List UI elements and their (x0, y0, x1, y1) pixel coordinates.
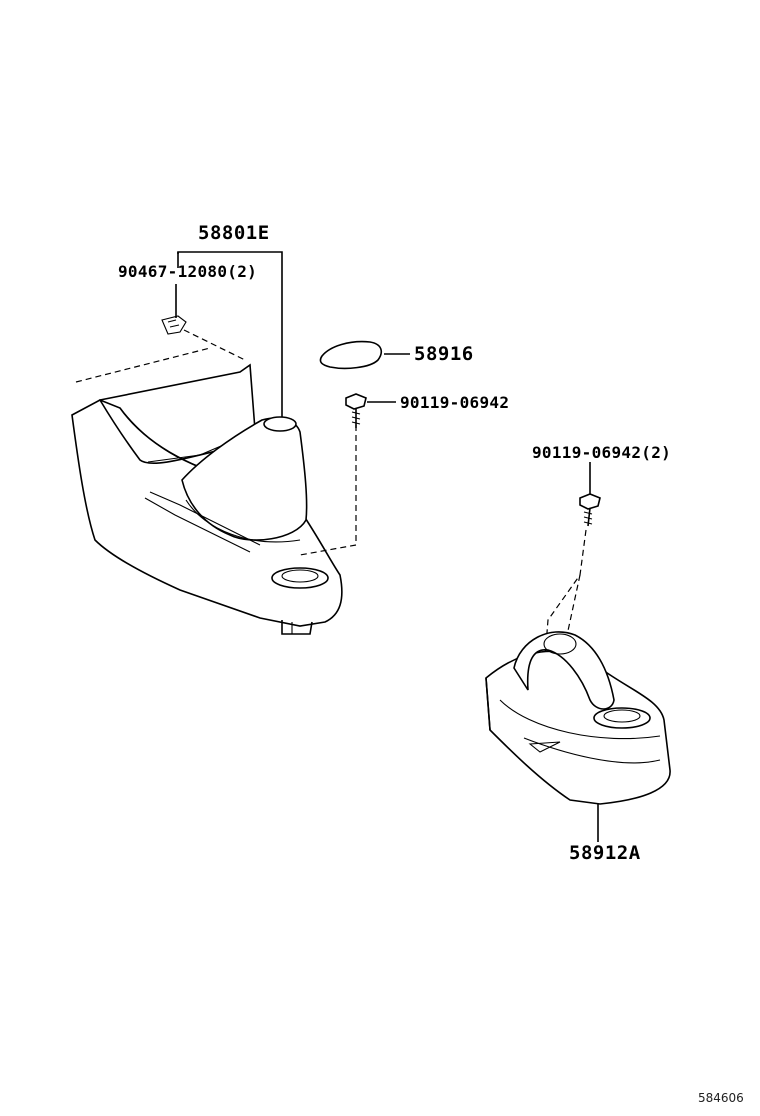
label-shift-housing: 58912A (569, 842, 641, 864)
console-assembly-drawing (71, 329, 357, 635)
figure-number: 584606 (698, 1091, 744, 1105)
label-console-assembly: 58801E (198, 222, 270, 244)
leader-58801e (175, 251, 283, 418)
clip-part-icon (161, 315, 187, 335)
cap-part-icon (319, 340, 410, 370)
label-cap-part: 58916 (414, 343, 474, 365)
label-screw-left: 90119-06942 (400, 393, 510, 412)
label-screw-right: 90119-06942(2) (532, 443, 672, 462)
shift-housing-drawing (485, 631, 671, 842)
screw-left-icon (345, 393, 396, 428)
label-clip-part: 90467-12080(2) (118, 262, 258, 281)
